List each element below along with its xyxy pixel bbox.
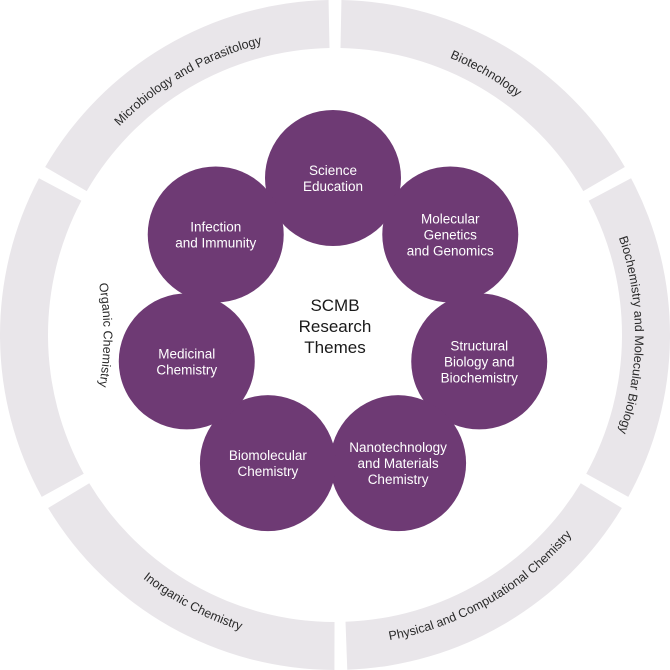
ring-segment <box>345 483 622 670</box>
theme-circle <box>199 395 336 532</box>
ring-segment <box>48 483 335 670</box>
ring-segment <box>0 178 84 497</box>
theme-circle <box>382 166 519 303</box>
theme-circle <box>118 293 255 430</box>
theme-circle <box>411 293 548 430</box>
ring-segment <box>45 0 330 192</box>
ring-segment <box>340 0 625 192</box>
ring-label: Organic Chemistry <box>96 282 115 389</box>
theme-circle <box>147 166 284 303</box>
theme-circle <box>265 110 401 246</box>
ring-segment <box>586 178 670 497</box>
theme-circle <box>330 395 467 532</box>
